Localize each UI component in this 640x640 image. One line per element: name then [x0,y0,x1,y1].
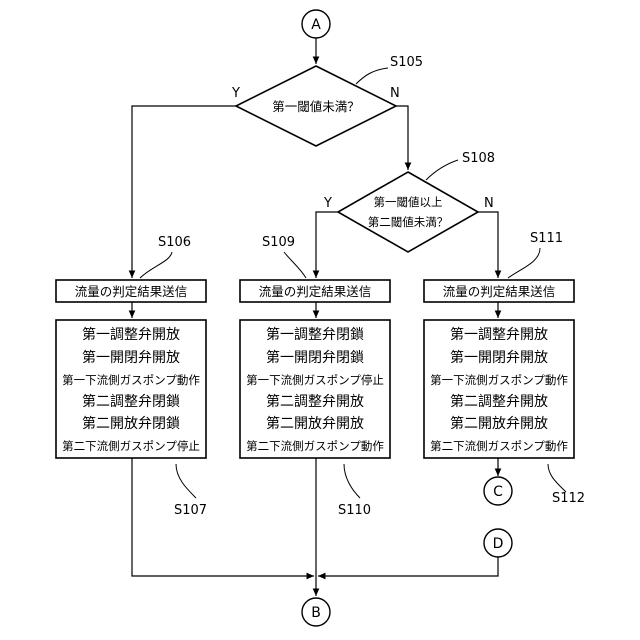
s105-no-label: N [390,86,400,101]
send-label-2: 流量の判定結果送信 [259,284,372,299]
edge-s105-no [396,106,408,170]
s105-yes-label: Y [231,86,240,101]
ref-s109: S109 [262,235,295,250]
edge-s107-merge [132,458,314,576]
connector-b-label: B [311,605,321,621]
action-3-5: 第二開放弁開放 [450,415,548,432]
ref-s105: S105 [390,55,423,70]
ref-s111: S111 [530,231,563,246]
ref-s106: S106 [158,235,191,250]
branch-3: S111 流量の判定結果送信 第一調整弁開放 第一開閉弁開放 第一下流側ガスポン… [424,231,585,506]
connector-c: C [484,477,512,505]
decision-s105: 第一閾値未満？ [236,66,396,146]
action-2-2: 第一開閉弁閉鎖 [266,349,364,366]
ref-s110-leader [344,464,360,498]
send-label-1: 流量の判定結果送信 [75,284,188,299]
action-3-4: 第二調整弁開放 [450,393,548,410]
action-2-6: 第二下流側ガスポンプ動作 [246,439,384,453]
s108-yes-label: Y [323,196,332,211]
action-1-6: 第二下流側ガスポンプ停止 [62,439,200,453]
ref-s110: S110 [338,503,371,518]
ref-s105-leader [356,68,388,84]
ref-s111-leader [508,248,540,278]
action-1-3: 第一下流側ガスポンプ動作 [62,373,200,387]
action-3-3: 第一下流側ガスポンプ動作 [430,373,568,387]
send-label-3: 流量の判定結果送信 [443,284,556,299]
ref-s108-leader [426,160,458,180]
action-3-1: 第一調整弁開放 [450,326,548,343]
decision-s105-text: 第一閾値未満？ [272,99,360,114]
ref-s106-leader [140,252,172,278]
edge-s108-no [478,212,498,278]
connector-d: D [484,529,512,557]
ref-s109-leader [284,252,306,278]
ref-s107: S107 [174,503,207,518]
edge-s105-yes [132,106,236,278]
action-2-4: 第二調整弁開放 [266,393,364,410]
ref-s112-leader [548,464,566,492]
action-1-5: 第二開放弁閉鎖 [82,415,180,432]
edge-s108-yes [316,212,338,278]
connector-a-label: A [311,17,321,33]
ref-s108: S108 [462,151,495,166]
decision-s108-line2: 第二閾値未満？ [368,215,449,229]
action-3-6: 第二下流側ガスポンプ動作 [430,439,568,453]
action-1-2: 第一開閉弁開放 [82,349,180,366]
ref-s107-leader [176,464,196,498]
connector-a: A [302,10,330,38]
ref-s112: S112 [552,491,585,506]
s108-no-label: N [484,196,494,211]
decision-s108: 第一閾値以上 第二閾値未満？ [338,172,478,252]
decision-s108-line1: 第一閾値以上 [374,195,443,209]
edge-d-merge [318,557,498,576]
action-2-1: 第一調整弁閉鎖 [266,326,364,343]
action-2-5: 第二開放弁開放 [266,415,364,432]
action-3-2: 第一開閉弁開放 [450,349,548,366]
connector-c-label: C [493,484,503,500]
connector-d-label: D [493,536,504,552]
action-2-3: 第一下流側ガスポンプ停止 [246,373,384,387]
action-1-1: 第一調整弁開放 [82,326,180,343]
branch-2: S109 流量の判定結果送信 第一調整弁閉鎖 第一開閉弁閉鎖 第一下流側ガスポン… [240,235,390,518]
connector-b: B [302,598,330,626]
action-1-4: 第二調整弁閉鎖 [82,393,180,410]
